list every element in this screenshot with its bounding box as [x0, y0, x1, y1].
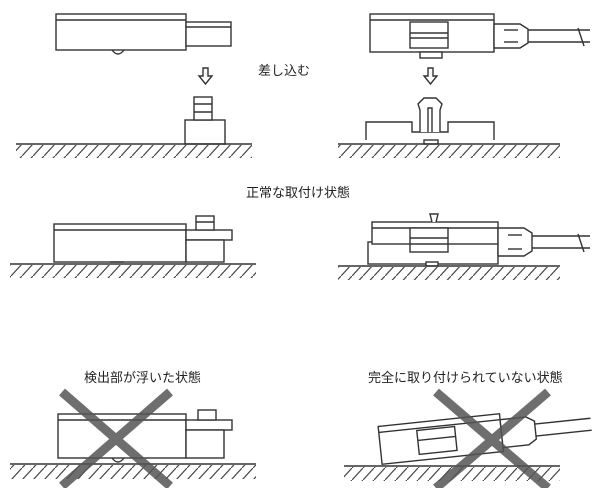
label-insert: 差し込む: [258, 64, 311, 79]
row3-left-ground: [10, 463, 256, 479]
row2-right-assembly: [367, 213, 590, 267]
row2-left-ground: [10, 263, 256, 278]
label-normal-mounting: 正常な取付け状態: [246, 186, 351, 201]
row1-left-clip: [184, 96, 226, 145]
row1-left-sensor: [55, 13, 232, 55]
row2-left-assembly: [53, 215, 233, 263]
cross-mark-right: [433, 388, 551, 488]
row1-right-arrow: [422, 67, 439, 86]
row1-right-ground: [338, 143, 560, 158]
row1-right-clip: [365, 97, 495, 145]
row1-left-arrow: [197, 67, 214, 86]
label-not-fully-attached: 完全に取り付けられていない状態: [368, 371, 563, 386]
row2-right-ground: [338, 265, 560, 280]
cross-mark-left: [59, 388, 173, 488]
row1-right-sensor: [369, 13, 590, 59]
row1-left-ground: [16, 143, 252, 158]
label-sensor-floating: 検出部が浮いた状態: [84, 371, 202, 386]
